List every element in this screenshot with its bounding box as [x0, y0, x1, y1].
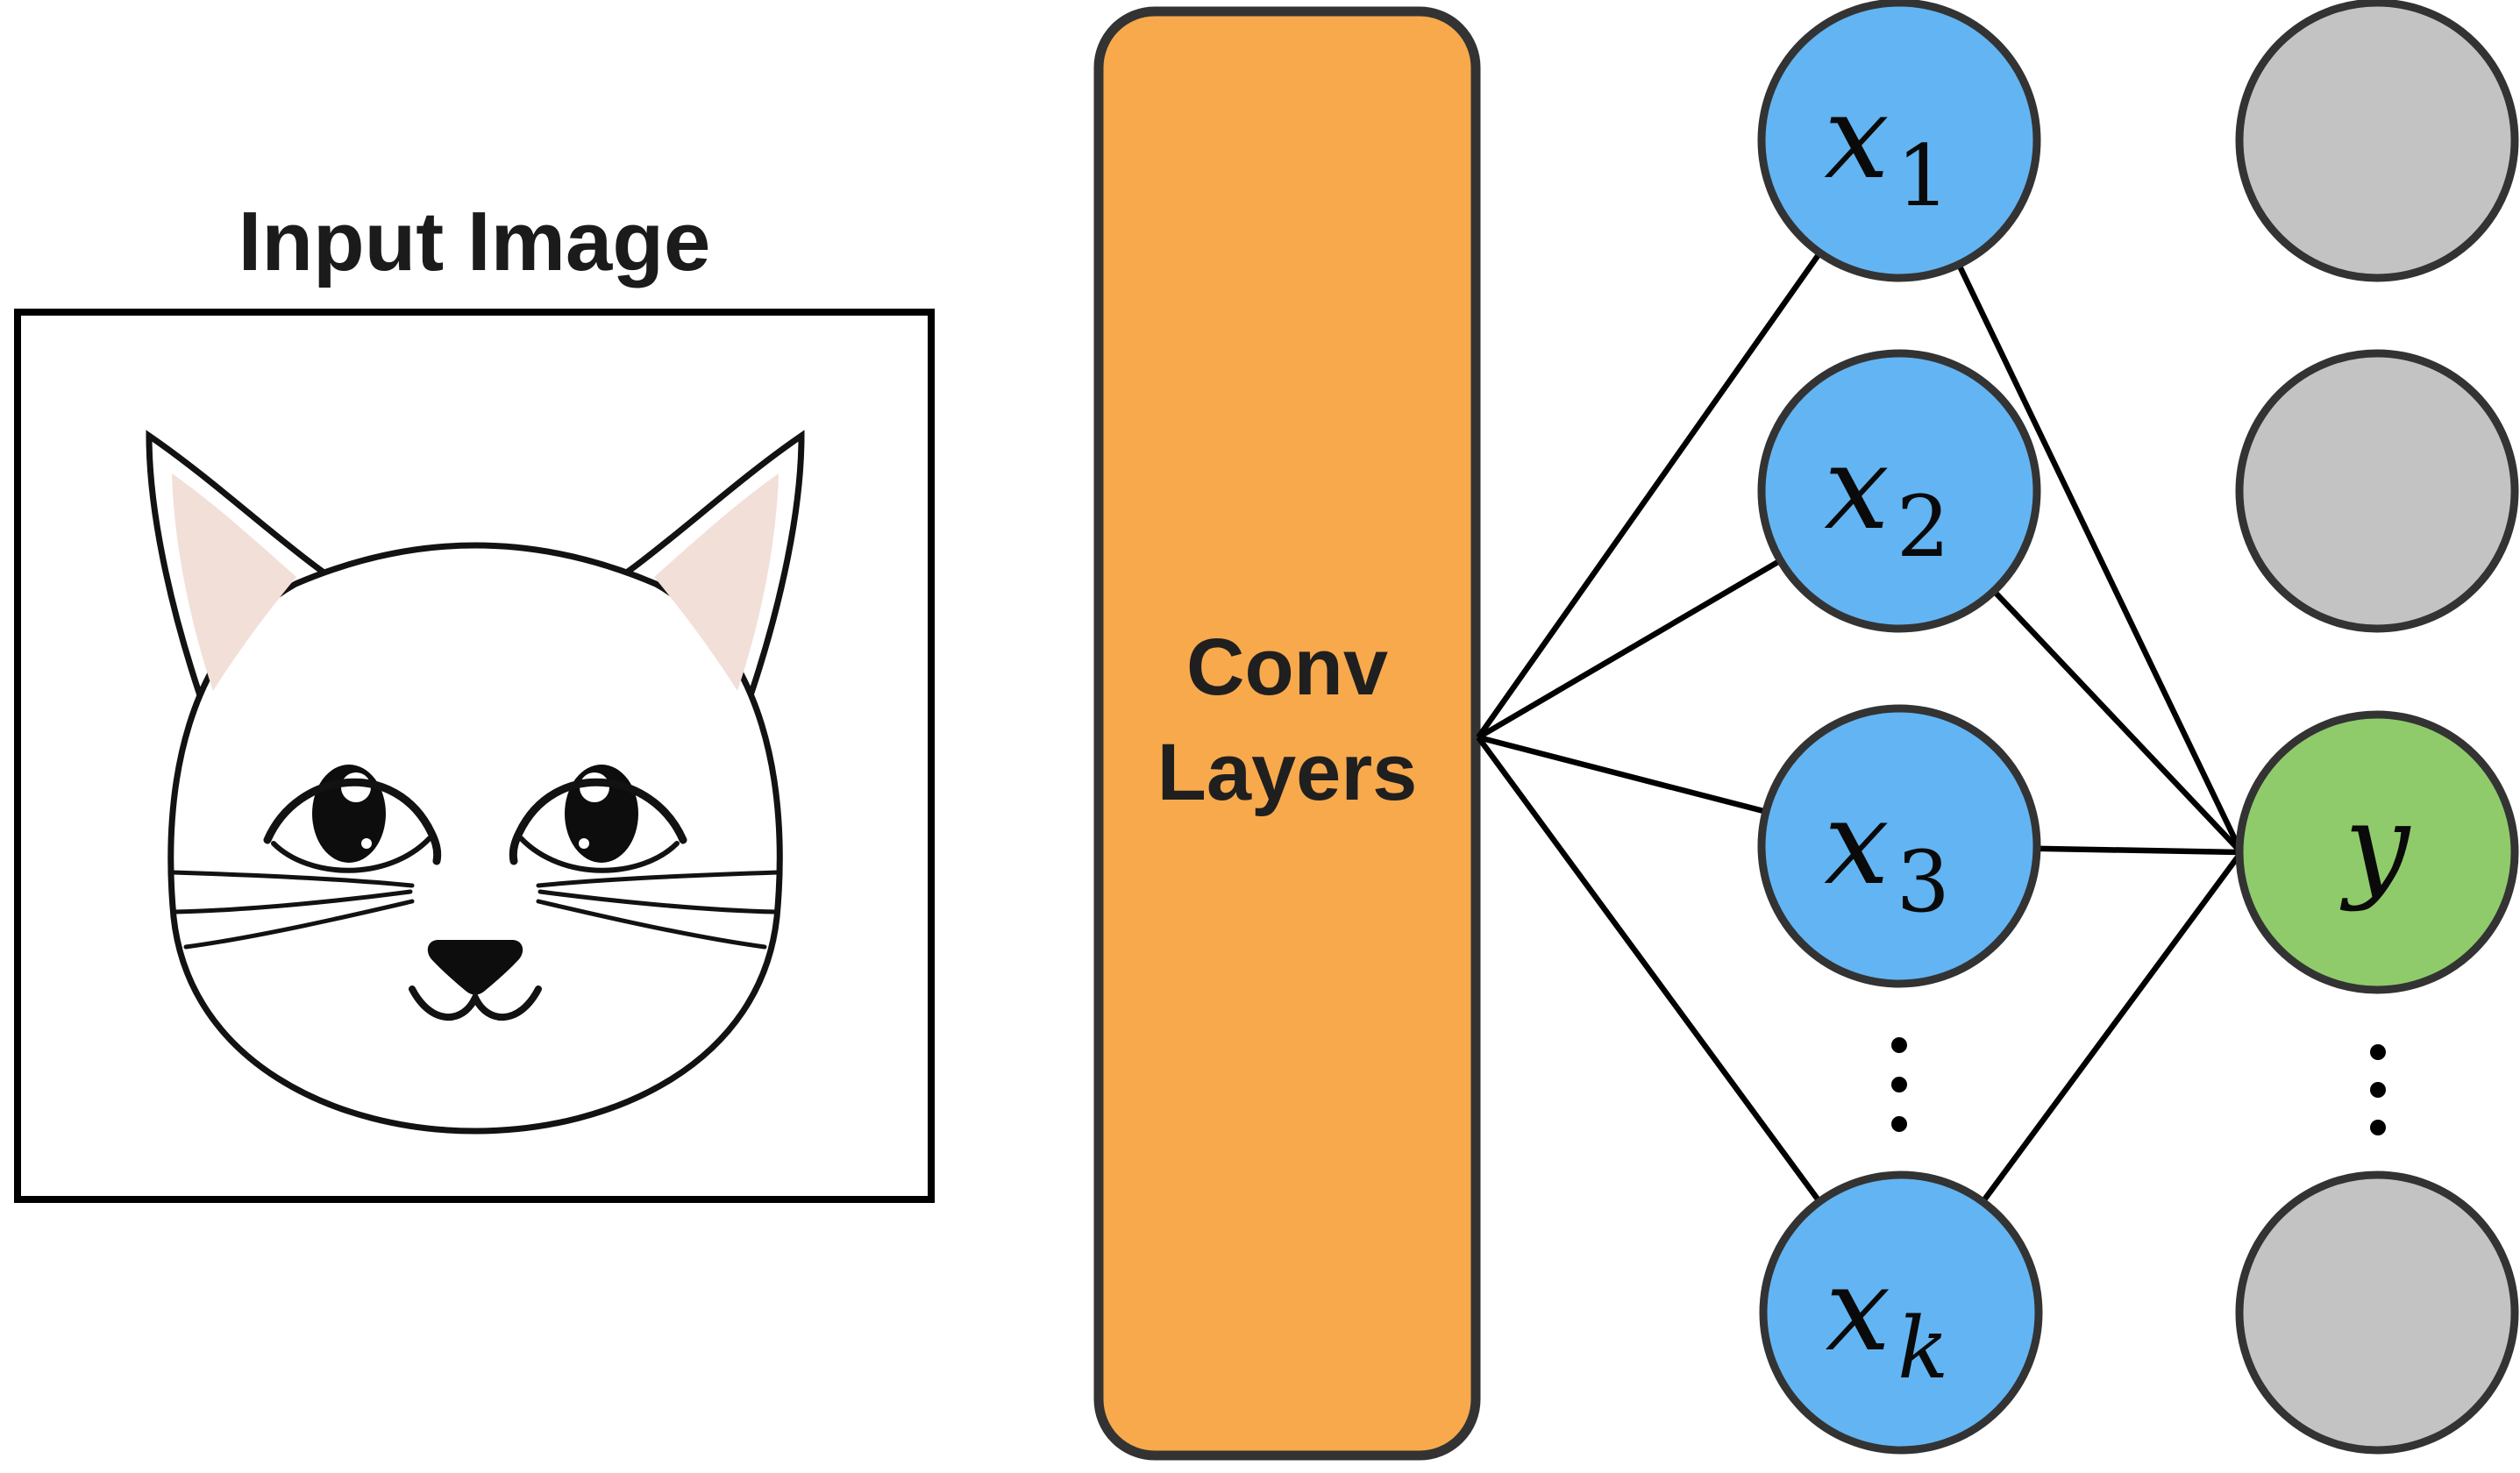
node-x2-label: x2 — [1824, 421, 1950, 576]
gray-node-3 — [2235, 1171, 2519, 1455]
cat-head — [167, 542, 783, 1135]
cat-whiskers-left — [170, 870, 415, 950]
cat-right-eye — [509, 765, 687, 873]
cat-left-ear-inner — [172, 473, 296, 691]
cat-mouth — [409, 986, 542, 1021]
ellipsis-outputs-icon — [2370, 1044, 2386, 1135]
page-title: Input Image — [238, 195, 711, 288]
node-x3 — [1757, 704, 2041, 988]
conv-layers-label-line1: Conv — [1186, 623, 1388, 712]
node-xk — [1759, 1171, 2043, 1455]
cat-face-icon — [146, 430, 805, 1135]
ellipsis-inputs-icon — [1891, 1037, 1907, 1132]
cat-right-ear-inner — [654, 473, 779, 691]
cat-whiskers-right — [536, 870, 780, 950]
gray-node-2 — [2235, 349, 2519, 633]
node-x2 — [1757, 349, 2041, 633]
node-xk-label: xk — [1826, 1242, 1949, 1398]
node-y-label: y — [2340, 779, 2411, 914]
node-x1 — [1757, 0, 2041, 282]
gray-node-1 — [2235, 0, 2519, 282]
cat-nose — [427, 940, 523, 995]
conv-layers-block — [1093, 6, 1481, 1461]
conv-layers-label-line2: Layers — [1157, 728, 1418, 817]
node-x3-label: x3 — [1824, 776, 1950, 931]
cat-left-eye — [263, 765, 442, 873]
node-y — [2235, 710, 2519, 994]
node-x1-label: x1 — [1824, 70, 1950, 225]
